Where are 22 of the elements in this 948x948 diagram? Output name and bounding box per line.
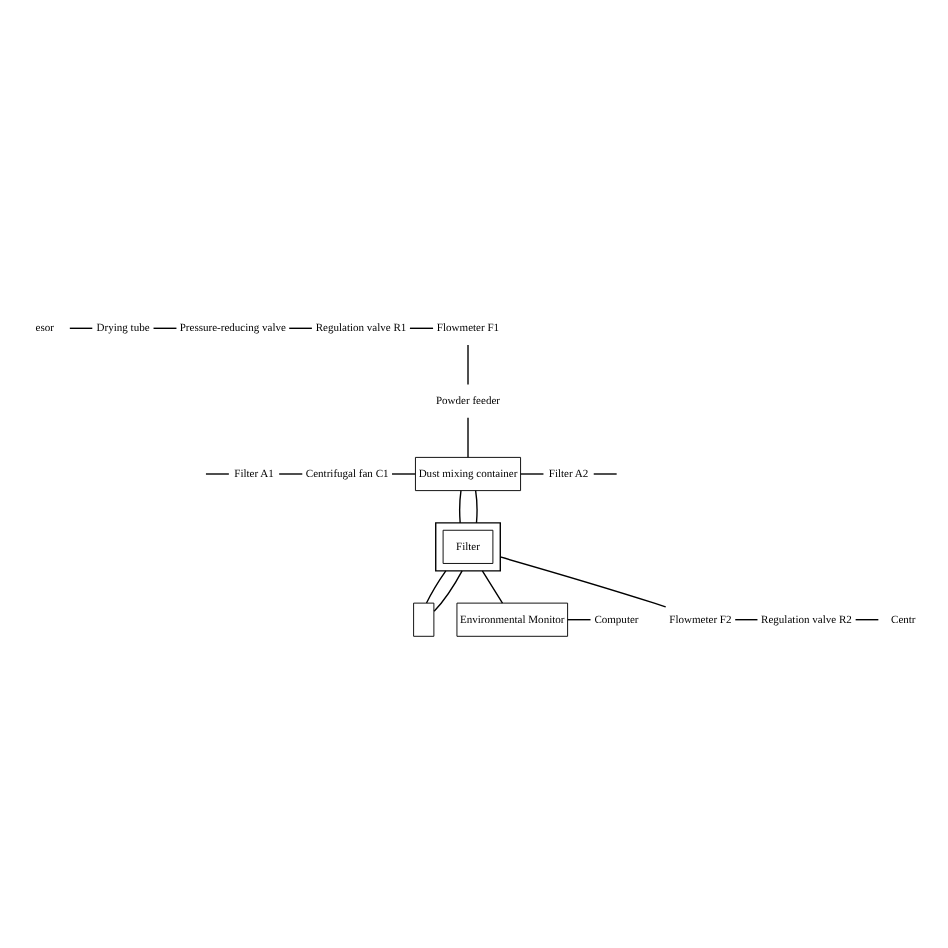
- connector: [854, 619, 880, 621]
- connector: [481, 570, 504, 604]
- connector: [499, 556, 667, 608]
- connector: [593, 473, 618, 475]
- connector: [278, 473, 303, 475]
- connector: [425, 570, 447, 604]
- connector: [69, 327, 93, 329]
- connector: [734, 619, 759, 621]
- connector: [152, 327, 178, 329]
- connector: [391, 473, 416, 475]
- connector: [433, 570, 463, 613]
- connector: [566, 619, 592, 621]
- connector: [474, 490, 478, 524]
- connector: [519, 473, 545, 475]
- connector: [288, 327, 313, 329]
- connector: [205, 473, 230, 475]
- cluster: [435, 522, 501, 572]
- connector: [467, 344, 469, 386]
- connector: [459, 490, 462, 524]
- node-box: [413, 602, 435, 637]
- connector: [409, 327, 434, 329]
- connector: [467, 417, 469, 459]
